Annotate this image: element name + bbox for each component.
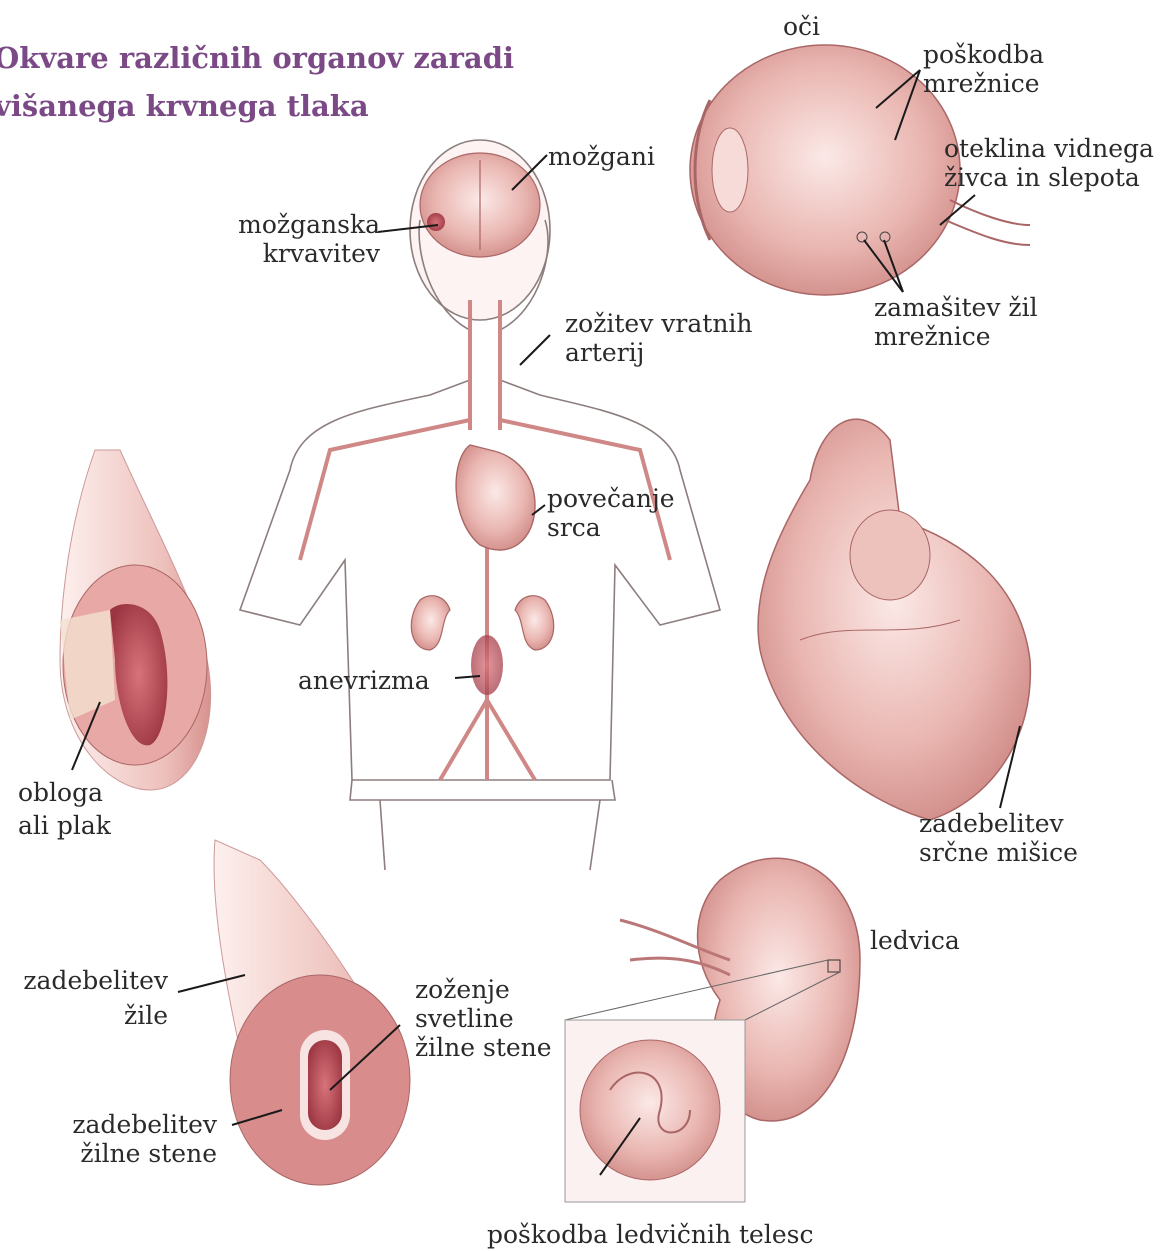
label-poskodba-ledvicnih: poškodba ledvičnih telesc (487, 1220, 813, 1249)
label-line: zadebelitev (60, 1110, 217, 1139)
label-line: mrežnice (923, 69, 1044, 98)
label-poskodba-ledvicnih-text: poškodba ledvičnih telesc (487, 1220, 813, 1249)
label-line: krvavitev (225, 239, 380, 268)
label-line: svetline (415, 1004, 552, 1033)
label-line: žilne stene (415, 1033, 552, 1062)
kidney-large (565, 858, 860, 1202)
label-line: srca (547, 513, 675, 542)
label-line: živca in slepota (944, 163, 1154, 192)
artery-plaque (60, 450, 211, 790)
label-oci-text: oči (783, 12, 820, 41)
label-zadebelitev-zile: zadebelitev žile (8, 966, 168, 1030)
label-line: poškodba (923, 40, 1044, 69)
label-mozganska-krvavitev: možganska krvavitev (225, 210, 380, 268)
label-line: zamašitev žil (874, 293, 1038, 322)
label-line: možganska (225, 210, 380, 239)
kidneys-small (411, 596, 553, 695)
label-line: žile (8, 1001, 168, 1030)
label-mozgani-text: možgani (548, 142, 655, 171)
label-line: zadebelitev (8, 966, 168, 995)
label-oteklina: oteklina vidnega živca in slepota (944, 134, 1154, 192)
label-line: arterij (565, 338, 753, 367)
label-zadebelitev-misice: zadebelitev srčne mišice (919, 809, 1078, 867)
label-zamasitev: zamašitev žil mrežnice (874, 293, 1038, 351)
label-line: mrežnice (874, 322, 1038, 351)
label-povecanje-srca: povečanje srca (547, 484, 675, 542)
label-mozgani: možgani (548, 142, 655, 171)
thickened-vessel (214, 840, 410, 1185)
label-line: zadebelitev (919, 809, 1078, 838)
label-ledvica-text: ledvica (870, 926, 960, 955)
heart-large (758, 419, 1030, 820)
label-oci: oči (783, 12, 820, 41)
label-obloga: obloga ali plak (18, 778, 111, 840)
label-zadebelitev-stene: zadebelitev žilne stene (60, 1110, 217, 1168)
label-line: obloga (18, 778, 111, 807)
label-anevrizma: anevrizma (298, 666, 430, 695)
label-ledvica: ledvica (870, 926, 960, 955)
label-line: zoženje (415, 975, 552, 1004)
label-line: žilne stene (60, 1139, 217, 1168)
label-anevrizma-text: anevrizma (298, 666, 430, 695)
label-line: ali plak (18, 811, 111, 840)
label-line: srčne mišice (919, 838, 1078, 867)
title-line-1: Okvare različnih organov zaradi (0, 34, 514, 82)
label-poskodba-mreznice: poškodba mrežnice (923, 40, 1044, 98)
label-line: zožitev vratnih (565, 309, 753, 338)
label-line: povečanje (547, 484, 675, 513)
figure-title: Okvare različnih organov zaradi višanega… (0, 34, 514, 130)
brain (420, 153, 540, 257)
label-zozenje: zoženje svetline žilne stene (415, 975, 552, 1062)
label-line: oteklina vidnega (944, 134, 1154, 163)
title-line-2: višanega krvnega tlaka (0, 82, 514, 130)
label-zozitev-vratnih: zožitev vratnih arterij (565, 309, 753, 367)
heart-small (456, 445, 535, 550)
